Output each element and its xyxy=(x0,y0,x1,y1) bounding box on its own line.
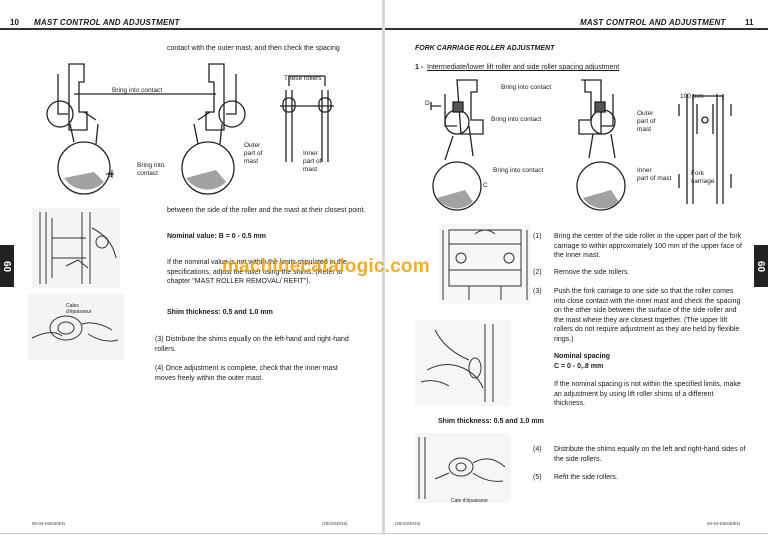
label-b: B xyxy=(108,172,113,179)
right-sub-heading: Intermediate/lower lift roller and side … xyxy=(427,64,620,71)
step-1-number: (1) xyxy=(533,233,542,240)
label-bring-into-contact-3: Bring into contact xyxy=(493,167,544,174)
label-these-rollers: These rollers xyxy=(284,75,322,82)
label-inner-part: Inner part of mast xyxy=(303,150,322,173)
right-photo-label: Cale d'épaisseur xyxy=(451,498,489,504)
label-d: D xyxy=(425,100,430,107)
left-footer-code: 60-04-M2530EN xyxy=(32,521,66,526)
left-page: 10 MAST CONTROL AND ADJUSTMENT contact w… xyxy=(0,0,383,547)
left-nominal-value: Nominal value: B = 0 - 0.5 mm xyxy=(167,233,267,240)
nominal-spacing-value: C = 0 - 0,.8 mm xyxy=(554,363,604,370)
shims-photo xyxy=(28,294,124,360)
left-nominal-note: If the nominal value is not within the l… xyxy=(167,259,347,285)
left-step-3: (3) Distribute the shims equally on the … xyxy=(155,336,349,353)
step-4-number: (4) xyxy=(533,446,542,453)
right-shim-thickness: Shim thickness: 0.5 and 1.0 mm xyxy=(438,418,544,425)
intro-text: contact with the outer mast, and then ch… xyxy=(167,45,340,52)
right-page-number: 11 xyxy=(745,18,754,27)
label-bring-into-contact-2: Bring into contact xyxy=(491,116,542,123)
label-bring-into-contact-1: Bring into contact xyxy=(501,84,552,91)
bottom-bar xyxy=(0,533,768,548)
left-photo-label: Cales d'épaisseur xyxy=(66,303,92,315)
step-5-number: (5) xyxy=(533,474,542,481)
label-outer-part-right: Outer part of mast xyxy=(637,110,656,133)
step-3: Push the fork carriage to one side so th… xyxy=(554,288,741,343)
right-heading: FORK CARRIAGE ROLLER ADJUSTMENT xyxy=(415,45,555,52)
right-nominal-note: If the nominal spacing is not within the… xyxy=(554,381,741,407)
left-footer-date: (28/10/2015) xyxy=(322,521,348,526)
nominal-spacing-title: Nominal spacing xyxy=(554,353,611,360)
right-footer-code: 60-04-M2530EN xyxy=(707,521,741,526)
label-bring-into-contact-top: Bring into contact xyxy=(112,87,163,94)
fork-carriage-diagram xyxy=(430,79,732,211)
mast-roller-diagram xyxy=(46,63,334,195)
step-5: Refit the side rollers. xyxy=(554,474,618,481)
watermark: machinecatalogic.com xyxy=(222,256,430,277)
label-c: C xyxy=(483,182,488,189)
label-100mm: 100 mm xyxy=(680,93,704,100)
side-tab-left: 60 xyxy=(0,245,14,287)
between-text: between the side of the roller and the m… xyxy=(167,207,366,214)
left-page-number: 10 xyxy=(10,18,19,27)
right-header: MAST CONTROL AND ADJUSTMENT 11 xyxy=(385,0,768,34)
label-fork-carriage: Fork carriage xyxy=(691,170,715,185)
right-page: MAST CONTROL AND ADJUSTMENT 11 FORK CARR… xyxy=(385,0,768,547)
step-4: Distribute the shims equally on the left… xyxy=(554,446,746,463)
shim-refit-photo xyxy=(415,433,511,503)
label-inner-part-right: Inner part of mast xyxy=(637,167,672,182)
step-2: Remove the side rollers. xyxy=(554,269,630,276)
left-header: 10 MAST CONTROL AND ADJUSTMENT xyxy=(0,0,383,34)
step-1: Bring the center of the side roller in t… xyxy=(554,233,742,259)
right-section-title: MAST CONTROL AND ADJUSTMENT xyxy=(580,18,726,27)
page-gutter xyxy=(382,0,385,547)
step-2-number: (2) xyxy=(533,269,542,276)
side-tab-right: 60 xyxy=(754,245,768,287)
right-footer-date: (28/10/2015) xyxy=(395,521,421,526)
right-sub-number: 1 - xyxy=(415,64,424,71)
left-section-title: MAST CONTROL AND ADJUSTMENT xyxy=(34,18,180,27)
left-shim-thickness: Shim thickness: 0.5 and 1.0 mm xyxy=(167,309,273,316)
mast-photo-1 xyxy=(32,208,120,288)
label-bring-into-contact-bottom: Bring into contact xyxy=(137,162,165,177)
carriage-photo xyxy=(439,224,531,304)
label-outer-part: Outer part of mast xyxy=(244,142,263,165)
step-3-number: (3) xyxy=(533,288,542,295)
side-push-photo xyxy=(415,320,511,406)
left-step-4: (4) Once adjustment is complete, check t… xyxy=(155,365,338,382)
